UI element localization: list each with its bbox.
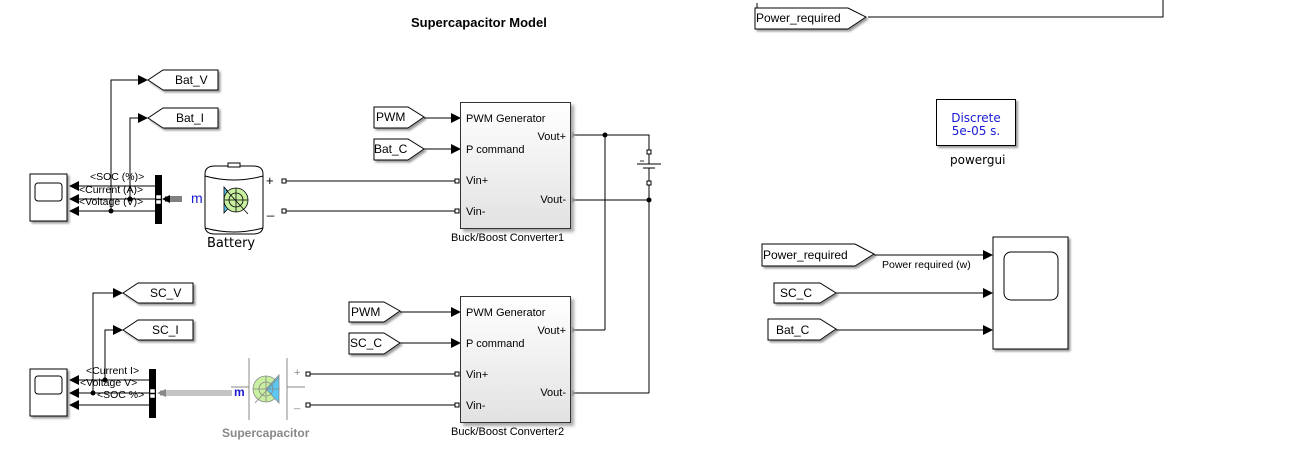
from-sc-c-2-label: SC_C <box>780 286 813 300</box>
supercapacitor-block[interactable] <box>231 358 305 420</box>
converter2-port-pcommand: P command <box>466 338 525 350</box>
battery-meas-port: m <box>191 190 203 206</box>
model-title: Supercapacitor Model <box>411 15 547 30</box>
bus-selector-battery[interactable] <box>155 175 162 224</box>
converter2-port-vin-minus: Vin- <box>466 400 486 412</box>
from-pwm-1-label: PWM <box>376 110 406 124</box>
from-power-required[interactable] <box>761 243 875 267</box>
converter1-port-vout-plus: Vout+ <box>537 131 566 143</box>
scope-battery[interactable] <box>29 173 68 222</box>
converter1-label: Buck/Boost Converter1 <box>451 232 565 244</box>
powergui-mode: Discrete <box>951 111 1001 125</box>
signal-current-i-label: <Current I> <box>86 365 140 377</box>
from-sc-c-2[interactable] <box>773 282 837 304</box>
signal-voltage-v-label: <Voltage V> <box>80 377 138 389</box>
goto-sc-v[interactable] <box>122 282 194 304</box>
converter2-port-pwm: PWM Generator <box>466 307 546 319</box>
scope-supercap[interactable] <box>29 368 68 417</box>
goto-bat-i-label: Bat_I <box>176 111 205 125</box>
signal-current-label: <Current (A)> <box>79 184 144 196</box>
goto-power-required-top[interactable] <box>754 7 867 30</box>
from-bat-c-2-label: Bat_C <box>776 323 810 337</box>
converter1-port-vin-minus: Vin- <box>466 206 486 218</box>
converter2-port-vout-minus: Vout- <box>540 387 566 399</box>
goto-sc-v-label: SC_V <box>150 286 182 300</box>
powergui-sample-time: 5e-05 s. <box>951 124 1001 138</box>
supercap-meas-port: m <box>234 385 245 399</box>
powergui-block[interactable]: Discrete 5e-05 s. <box>936 99 1016 146</box>
buck-boost-converter-2[interactable]: PWM Generator P command Vin+ Vin- Vout+ … <box>460 296 571 423</box>
goto-bat-i[interactable] <box>147 107 219 129</box>
converter2-label: Buck/Boost Converter2 <box>451 426 565 438</box>
goto-sc-i[interactable] <box>122 319 194 341</box>
top-subsystem-edge <box>756 0 1164 18</box>
supercapacitor-icon <box>252 373 280 405</box>
from-sc-c-1-label: SC_C <box>350 336 383 350</box>
supercapacitor-label: Supercapacitor <box>222 426 310 440</box>
goto-power-required-top-label: Power_required <box>756 11 841 25</box>
converter1-port-vin-plus: Vin+ <box>466 175 489 187</box>
signal-voltage-label: <Voltage (V)> <box>79 196 144 208</box>
from-bat-c-2[interactable] <box>767 318 837 341</box>
goto-bat-v[interactable] <box>147 69 219 91</box>
scope-power[interactable] <box>992 236 1069 350</box>
from-pwm-1[interactable] <box>373 106 425 129</box>
from-pwm-2-label: PWM <box>351 305 381 319</box>
goto-sc-i-label: SC_I <box>152 323 179 337</box>
signal-soc-label: <SOC (%)> <box>90 171 145 183</box>
battery-plus-label: + <box>266 173 274 188</box>
dc-voltage-source[interactable] <box>637 154 661 181</box>
battery-icon <box>223 185 249 215</box>
buck-boost-converter-1[interactable]: PWM Generator P command Vin+ Vin- Vout+ … <box>460 102 571 229</box>
bus-selector-supercap[interactable] <box>149 369 156 418</box>
from-pwm-2[interactable] <box>348 301 401 323</box>
power-required-signal-label: Power required (w) <box>882 259 971 271</box>
converter1-port-vout-minus: Vout- <box>540 194 566 206</box>
converter2-port-vin-plus: Vin+ <box>466 369 489 381</box>
powergui-label: powergui <box>950 153 1006 167</box>
from-bat-c-1[interactable] <box>373 138 425 161</box>
converter1-port-pwm: PWM Generator <box>466 113 546 125</box>
from-power-required-label: Power_required <box>763 248 848 262</box>
supercap-minus-label: _ <box>294 398 301 410</box>
supercap-plus-label: + <box>294 367 301 379</box>
converter1-port-pcommand: P command <box>466 144 525 156</box>
converter2-port-vout-plus: Vout+ <box>537 325 566 337</box>
battery-block[interactable] <box>204 162 264 235</box>
signal-soc-pct-label: <SOC %> <box>97 389 145 401</box>
battery-minus-label: _ <box>267 202 275 217</box>
from-sc-c-1[interactable] <box>348 332 401 355</box>
battery-label: Battery <box>207 236 256 251</box>
from-bat-c-1-label: Bat_C <box>374 142 408 156</box>
goto-bat-v-label: Bat_V <box>175 73 208 87</box>
